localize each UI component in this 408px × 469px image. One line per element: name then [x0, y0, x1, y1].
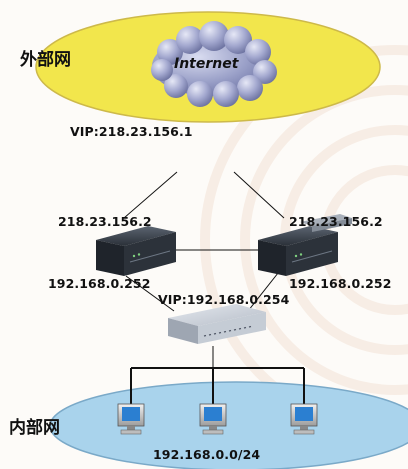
- right-private-ip-label: 192.168.0.252: [289, 276, 392, 291]
- internet-label: Internet: [174, 56, 239, 72]
- right-router-device: [258, 214, 352, 276]
- switch-device: [168, 304, 266, 344]
- internal-zone-label: 内部网: [9, 418, 60, 438]
- vip-private-label: VIP:192.168.0.254: [158, 292, 290, 307]
- left-private-ip-label: 192.168.0.252: [48, 276, 151, 291]
- external-zone-label: 外部网: [20, 50, 71, 70]
- left-public-ip-label: 218.23.156.2: [58, 214, 152, 229]
- lan-bus: [130, 367, 305, 404]
- pc-left-device: [117, 403, 145, 435]
- vip-public-label: VIP:218.23.156.1: [70, 124, 193, 139]
- links: [123, 171, 285, 368]
- left-router-device: [96, 226, 176, 276]
- right-public-ip-label: 218.23.156.2: [289, 214, 383, 229]
- subnet-label: 192.168.0.0/24: [153, 447, 261, 462]
- pc-right-device: [290, 403, 318, 435]
- pc-middle-device: [199, 403, 227, 435]
- internet-cloud: [151, 21, 277, 107]
